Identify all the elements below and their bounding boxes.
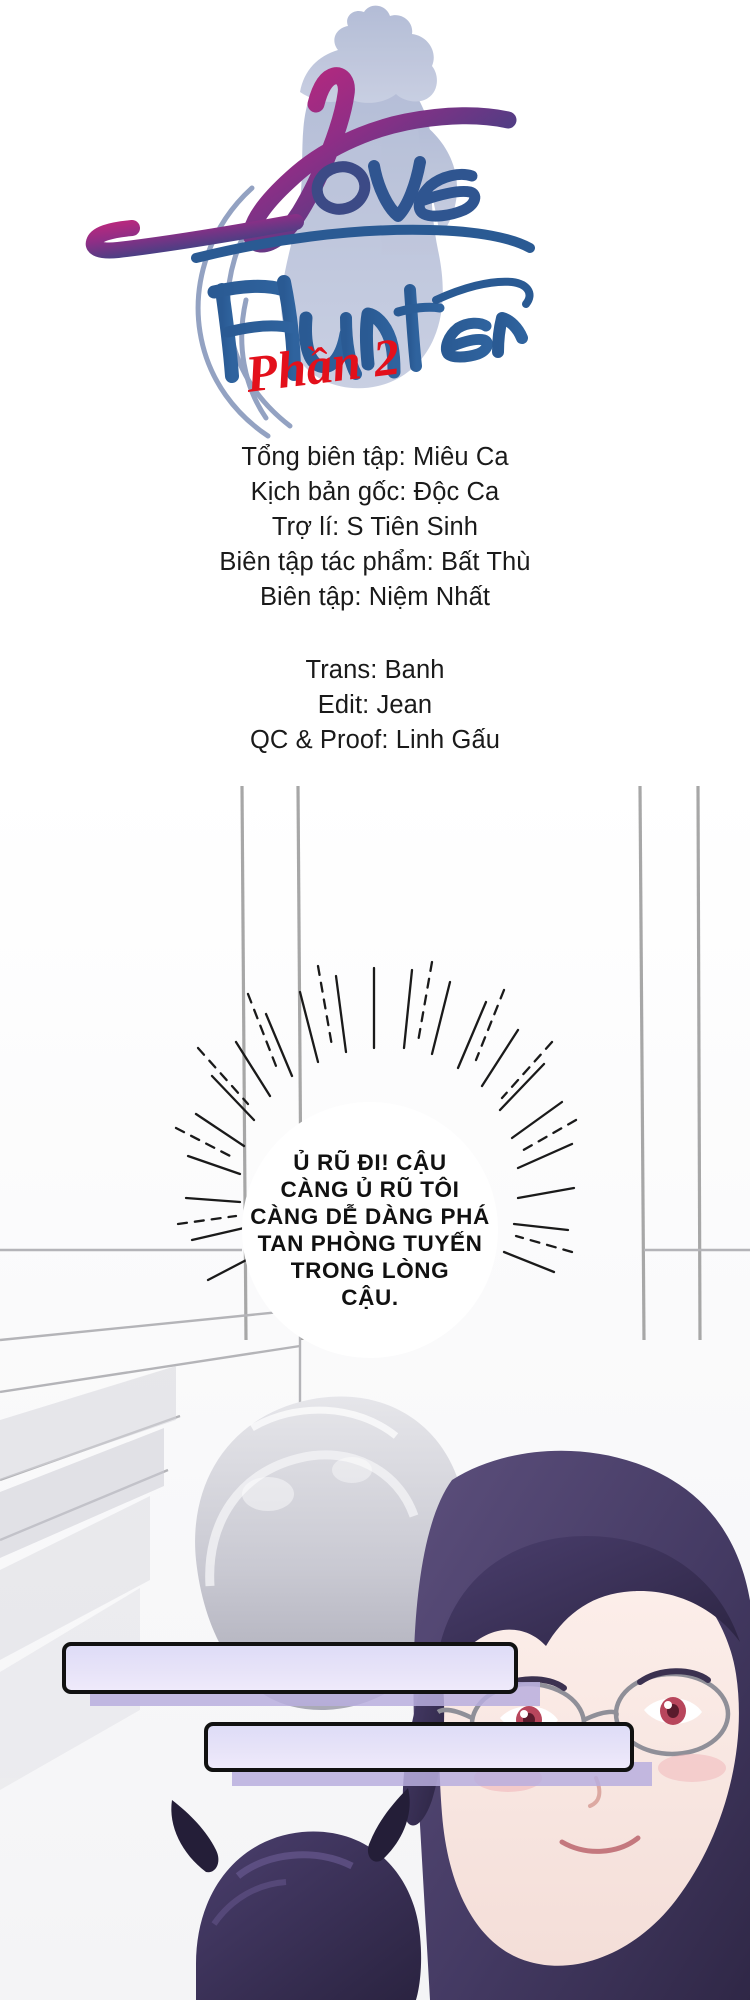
shout-bubble-line: TAN PHÒNG TUYẾN — [257, 1231, 483, 1256]
horn-right — [367, 1788, 410, 1862]
svg-text:Phần 2: Phần 2 — [242, 328, 403, 404]
credits-spacer — [0, 615, 750, 653]
logo-season-label: Phần 2 — [242, 328, 403, 404]
shout-bubble-line: CÀNG Ủ RŨ TÔI — [280, 1177, 460, 1202]
credit-line-qc-proof: QC & Proof: Linh Gấu — [249, 726, 501, 754]
shout-burst-rays — [174, 960, 578, 1282]
shout-bubble-line: Ủ RŨ ĐI! CẬU — [293, 1150, 447, 1175]
credits-block: Tổng biên tập: Miêu Ca Kịch bản gốc: Độc… — [0, 440, 750, 758]
dialogue-box-1[interactable] — [62, 1642, 518, 1694]
credit-line-translator: Trans: Banh — [305, 656, 445, 684]
title-logo-block: Phần 2 — [0, 0, 750, 440]
love-hunter-logo: Phần 2 — [85, 5, 535, 439]
credit-line-original-script: Kịch bản gốc: Độc Ca — [250, 478, 500, 506]
shout-bubble-circle — [242, 1102, 498, 1358]
character-grey-head — [195, 1396, 467, 1710]
character-horned-figure — [171, 1788, 422, 2000]
credit-line-editor: Biên tập: Niệm Nhất — [259, 583, 491, 611]
dialogue-box-2[interactable] — [204, 1722, 634, 1772]
credit-line-chief-editor: Tổng biên tập: Miêu Ca — [241, 443, 509, 471]
credit-line-work-editor: Biên tập tác phẩm: Bất Thù — [219, 548, 531, 576]
shout-bubble-line: CÀNG DỄ DÀNG PHÁ — [250, 1204, 490, 1229]
horn-left — [171, 1800, 219, 1873]
credit-line-editor-en: Edit: Jean — [317, 691, 433, 719]
shout-bubble-line: TRONG LÒNG — [290, 1258, 450, 1283]
credit-line-assistant: Trợ lí: S Tiên Sinh — [271, 513, 479, 541]
comic-panel — [0, 780, 750, 2000]
panel-background — [0, 780, 750, 2000]
logo-word-hunter — [191, 224, 535, 383]
shout-bubble-line: CẬU. — [341, 1285, 399, 1310]
